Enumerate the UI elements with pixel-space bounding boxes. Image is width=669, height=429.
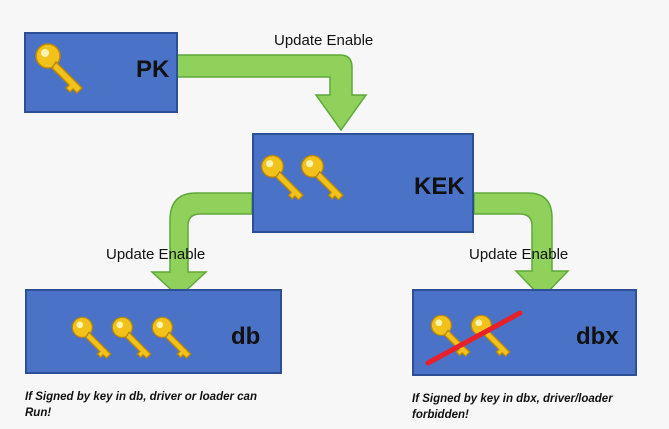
key-icon [430,314,471,358]
edge-label-kek-to-dbx: Update Enable [469,246,569,263]
dbx-box: dbx [412,289,637,376]
key-icon [35,43,84,95]
edge-label-kek-to-db: Update Enable [106,246,206,263]
db-caption-line-2: Run! [25,407,52,419]
key-icon [111,316,152,360]
key-icon [71,316,112,360]
db-caption: If Signed by key in db, driver or loader… [25,389,325,421]
db-box: db [25,289,282,374]
key-icon [151,316,192,360]
edge-label-pk-to-kek: Update Enable [274,32,374,49]
key-icon [300,154,344,201]
dbx-caption-line-1: If Signed by key in dbx, driver/loader [412,393,613,405]
key-icon [260,154,304,201]
pk-label: PK [136,56,170,83]
dbx-label: dbx [576,323,619,350]
db-label: db [231,323,261,350]
pk-box: PK [24,32,178,113]
red-strike-line [425,310,523,366]
kek-label: KEK [414,173,465,200]
kek-box: KEK [252,133,474,233]
arrow-kek-to-db [150,192,253,299]
arrow-pk-to-kek [175,54,368,132]
dbx-caption: If Signed by key in dbx, driver/loader f… [412,391,662,423]
db-caption-line-1: If Signed by key in db, driver or loader… [25,391,257,403]
arrow-kek-to-dbx [473,192,570,300]
dbx-caption-line-2: forbidden! [412,409,469,421]
